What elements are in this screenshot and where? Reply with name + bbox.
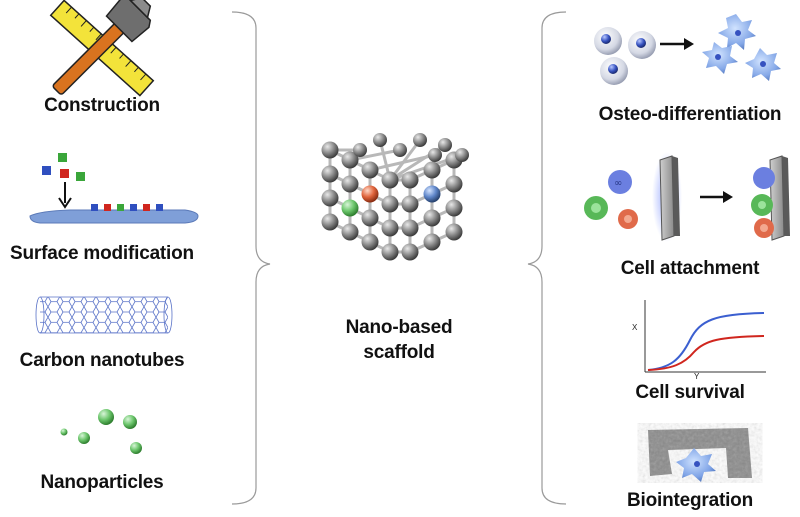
lattice-node — [381, 171, 399, 189]
lattice-node — [361, 161, 379, 179]
lattice-node — [455, 148, 469, 162]
lattice-node — [361, 233, 379, 251]
lattice-node — [445, 223, 463, 241]
survival-axis-x-label: Y — [694, 372, 700, 381]
biointegration-icon — [648, 428, 752, 482]
lattice-node — [373, 133, 387, 147]
survival-axis-y-label: X — [632, 323, 638, 332]
label-cell-survival: Cell survival — [635, 382, 745, 403]
carbon-nanotube-icon — [35, 296, 173, 334]
label-biointegration: Biointegration — [627, 490, 753, 511]
lattice-node — [321, 165, 339, 183]
label-surface-modification: Surface modification — [10, 243, 194, 264]
lattice-node — [423, 233, 441, 251]
lattice-node — [381, 219, 399, 237]
lattice-node — [321, 189, 339, 207]
lattice-node — [401, 243, 419, 261]
nanoparticles-icon — [60, 409, 142, 454]
lattice-node — [321, 141, 339, 159]
lattice-node — [361, 209, 379, 227]
hammer-ruler-icon — [49, 0, 155, 97]
label-carbon-nanotubes: Carbon nanotubes — [19, 350, 185, 371]
label-nano-based-scaffold: Nano-based scaffold — [299, 315, 499, 365]
left-bracket — [231, 11, 271, 505]
label-construction: Construction — [44, 95, 160, 116]
scaffold-line1: Nano-based — [345, 317, 453, 338]
lattice-node — [423, 185, 441, 203]
lattice-node — [428, 148, 442, 162]
lattice-node — [438, 138, 452, 152]
label-nanoparticles: Nanoparticles — [40, 472, 164, 493]
lattice-node — [341, 175, 359, 193]
lattice-node — [445, 199, 463, 217]
lattice-node — [423, 161, 441, 179]
lattice-node — [413, 133, 427, 147]
lattice-node — [381, 195, 399, 213]
lattice-node — [341, 223, 359, 241]
right-bracket — [527, 11, 567, 505]
osteo-differentiation-icon — [594, 14, 781, 85]
label-osteo-differentiation: Osteo-differentiation — [598, 104, 782, 125]
lattice-node — [381, 243, 399, 261]
lattice-node — [401, 171, 419, 189]
lattice-node — [393, 143, 407, 157]
label-cell-attachment: Cell attachment — [620, 258, 760, 279]
lattice-scaffold-icon — [321, 133, 469, 261]
scaffold-line2: scaffold — [363, 342, 435, 363]
cell-attachment-icon: ∞ — [584, 152, 790, 242]
surface-modification-icon — [29, 153, 199, 224]
lattice-node — [341, 151, 359, 169]
lattice-node — [361, 185, 379, 203]
survival-curve-icon — [644, 300, 766, 373]
lattice-node — [353, 143, 367, 157]
lattice-node — [445, 175, 463, 193]
lattice-node — [401, 195, 419, 213]
svg-text:∞: ∞ — [614, 178, 622, 189]
lattice-node — [423, 209, 441, 227]
lattice-node — [401, 219, 419, 237]
lattice-node — [341, 199, 359, 217]
lattice-node — [321, 213, 339, 231]
